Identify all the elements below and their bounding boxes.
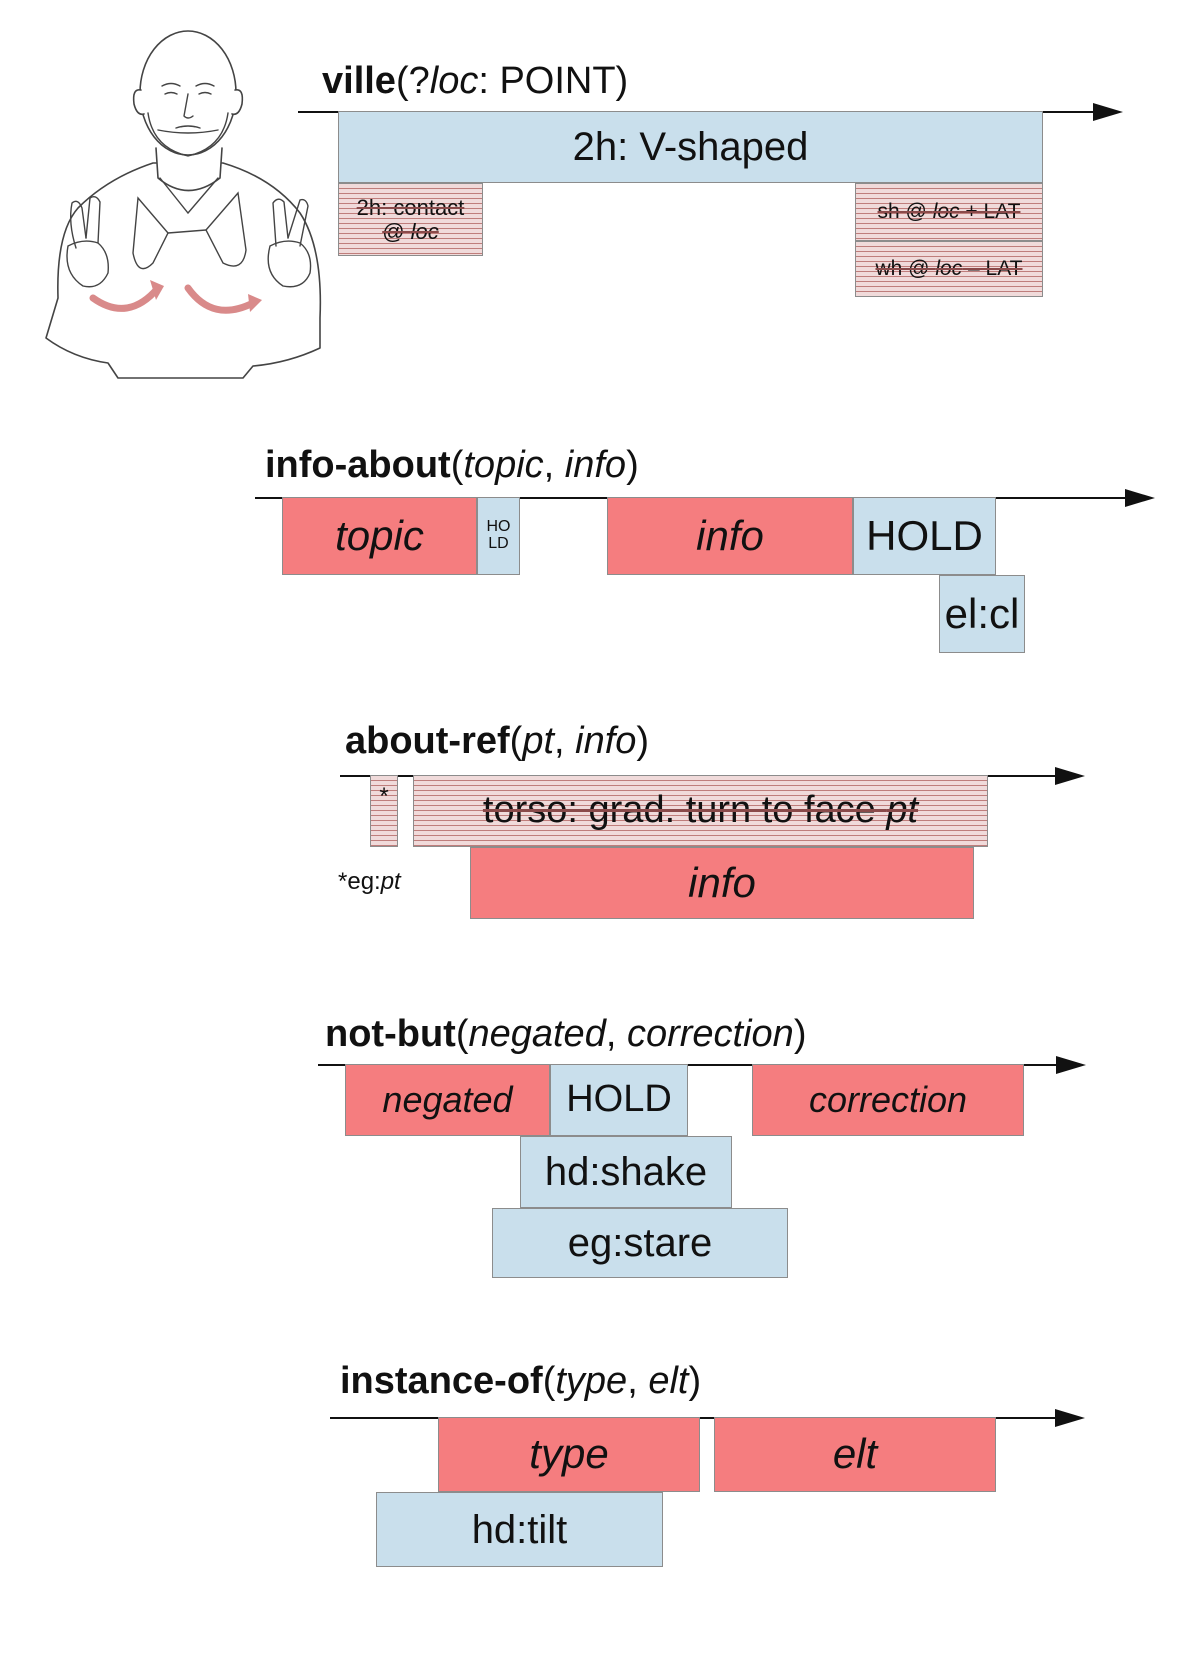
info-about-hold-label: HOLD [866, 511, 983, 559]
instance-of-hdtilt-label: hd:tilt [471, 1507, 568, 1552]
about-ref-function-name: about-ref [345, 720, 510, 762]
not-but-hold-box: HOLD [550, 1064, 688, 1136]
about-ref-star-box: * [370, 775, 398, 847]
about-ref-torso-label: torso: grad. turn to face [482, 789, 887, 832]
ville-sh-prefix: sh @ [877, 199, 933, 223]
info-about-small-hold-2: LD [488, 535, 509, 552]
instance-of-arg-type: type [555, 1360, 628, 1402]
about-ref-info-box: info [470, 847, 974, 919]
info-about-arg-topic: topic [463, 444, 544, 486]
info-about-topic-label: topic [335, 511, 424, 559]
ville-args-open: (? [395, 60, 430, 102]
signer-illustration [45, 30, 322, 379]
instance-of-elt-label: elt [832, 1430, 878, 1478]
info-about-title: info-about(topic, info) [265, 444, 639, 486]
info-about-topic-box: topic [282, 497, 477, 575]
not-but-title: not-but(negated, correction) [325, 1013, 807, 1055]
not-but-negated-label: negated [382, 1079, 513, 1121]
ville-wh-suffix: – LAT [962, 256, 1023, 280]
ville-args-close: : POINT) [478, 60, 629, 102]
not-but-correction-box: correction [752, 1064, 1024, 1136]
about-ref-arg-pt: pt [522, 720, 555, 762]
ville-contact-box: 2h: contact @ loc [338, 183, 483, 256]
about-ref-star-label: * [379, 783, 389, 810]
ville-main-label: 2h: V-shaped [572, 125, 809, 169]
ville-wh-prefix: wh @ [875, 256, 936, 280]
instance-of-hdtilt-box: hd:tilt [376, 1492, 663, 1567]
not-but-hold-label: HOLD [566, 1078, 672, 1121]
instance-of-type-box: type [438, 1417, 700, 1492]
not-but-hdshake-label: hd:shake [544, 1150, 708, 1194]
info-about-hold-box: HOLD [853, 497, 996, 575]
about-ref-title: about-ref(pt, info) [345, 720, 650, 762]
ville-sh-suffix: + LAT [959, 199, 1021, 223]
ville-contact-at: @ [382, 218, 411, 244]
ville-sh-box: sh @ loc + LAT [855, 183, 1043, 241]
about-ref-footnote: *eg:pt [338, 868, 401, 896]
info-about-function-name: info-about [265, 444, 451, 486]
info-about-elcl-label: el:cl [944, 589, 1020, 637]
not-but-hdshake-box: hd:shake [520, 1136, 732, 1208]
about-ref-footnote-prefix: *eg: [338, 868, 381, 895]
ville-arg-loc: loc [429, 60, 479, 102]
ville-sh-loc: loc [932, 199, 960, 223]
ville-contact-loc: loc [410, 218, 439, 244]
instance-of-arg-elt: elt [648, 1360, 689, 1402]
about-ref-footnote-pt: pt [380, 868, 401, 895]
about-ref-torso-pt: pt [886, 789, 919, 832]
instance-of-type-label: type [529, 1430, 609, 1478]
info-about-info-label: info [696, 511, 764, 559]
instance-of-function-name: instance-of [340, 1360, 543, 1402]
not-but-egstare-label: eg:stare [567, 1221, 713, 1265]
info-about-arg-info: info [564, 444, 627, 486]
info-about-info-box: info [607, 497, 853, 575]
instance-of-elt-box: elt [714, 1417, 996, 1492]
not-but-arg-negated: negated [468, 1013, 606, 1055]
info-about-elcl-box: el:cl [939, 575, 1025, 653]
ville-wh-loc: loc [935, 256, 963, 280]
ville-function-name: ville [322, 60, 396, 102]
about-ref-arg-info: info [575, 720, 637, 762]
not-but-egstare-box: eg:stare [492, 1208, 788, 1278]
not-but-arg-correction: correction [626, 1013, 794, 1055]
ville-title: ville(?loc: POINT) [322, 62, 628, 100]
about-ref-torso-box: torso: grad. turn to face pt [413, 775, 988, 847]
instance-of-title: instance-of(type, elt) [340, 1360, 702, 1402]
about-ref-info-label: info [688, 858, 756, 906]
not-but-correction-label: correction [808, 1079, 968, 1121]
info-about-small-hold-box: HO LD [477, 497, 520, 575]
ville-contact-line1: 2h: contact [356, 195, 465, 221]
not-but-negated-box: negated [345, 1064, 550, 1136]
info-about-small-hold-1: HO [486, 518, 511, 536]
not-but-function-name: not-but [325, 1013, 456, 1055]
ville-main-box: 2h: V-shaped [338, 111, 1043, 183]
ville-wh-box: wh @ loc – LAT [855, 241, 1043, 297]
